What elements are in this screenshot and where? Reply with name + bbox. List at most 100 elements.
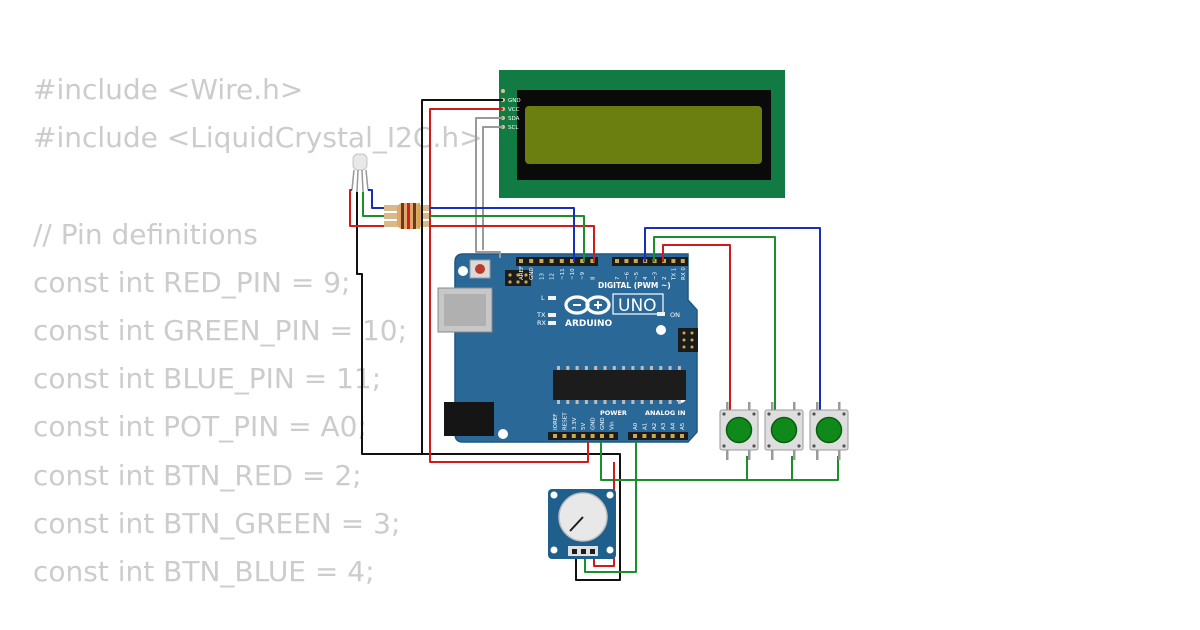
- green-button[interactable]: [764, 402, 804, 460]
- lcd-pin-scl: SCL: [508, 125, 519, 131]
- digital-header-label: DIGITAL (PWM ~): [598, 281, 671, 290]
- header-pin[interactable]: [661, 434, 666, 438]
- wire-res-green: [430, 215, 585, 262]
- code-line: const int RED_PIN = 9;: [33, 265, 351, 299]
- chip-leg: [659, 400, 663, 404]
- chip-leg: [575, 366, 579, 370]
- code-line: // Pin definitions: [33, 217, 258, 251]
- wire-led-green: [362, 192, 384, 217]
- header-pin[interactable]: [590, 434, 595, 438]
- header-pin[interactable]: [562, 434, 567, 438]
- chip-leg: [603, 366, 607, 370]
- wire-res-red: [430, 225, 595, 262]
- lcd-pin-vcc: VCC: [508, 107, 520, 113]
- header-pin[interactable]: [529, 259, 534, 263]
- chip-leg: [603, 400, 607, 404]
- rgb-led: [351, 153, 369, 193]
- analog-pin-label: A3: [661, 422, 667, 430]
- chip-leg: [557, 366, 560, 370]
- wire-btn-gnd-3: [747, 456, 839, 481]
- header-pin[interactable]: [519, 259, 523, 263]
- pin-label: ~9: [580, 271, 586, 280]
- power-pin-label: RESET: [562, 412, 568, 430]
- chip-leg: [584, 366, 588, 370]
- pin-label: ~5: [634, 271, 640, 280]
- potentiometer[interactable]: [548, 489, 616, 559]
- chip-leg: [612, 366, 616, 370]
- blue-button[interactable]: [809, 402, 849, 460]
- pin-label: ~10: [570, 268, 576, 280]
- header-pin[interactable]: [581, 434, 586, 438]
- header-pin[interactable]: [571, 434, 576, 438]
- wire-lcd-vcc: [429, 108, 589, 463]
- chip-leg: [594, 400, 598, 404]
- button-cap[interactable]: [725, 416, 753, 444]
- board-brand-label: ARDUINO: [565, 319, 613, 329]
- led-rx: [548, 321, 556, 325]
- pin-label: 8: [590, 276, 596, 280]
- header-pin[interactable]: [615, 259, 619, 263]
- code-line: #include <Wire.h>: [33, 73, 304, 106]
- header-pin[interactable]: [633, 259, 638, 263]
- header-pin[interactable]: [680, 434, 684, 438]
- header-pin[interactable]: [609, 434, 614, 438]
- wires: [349, 99, 839, 581]
- led-tx-label: TX: [536, 311, 546, 319]
- pin-label: ~3: [653, 271, 659, 280]
- wire-lcd-gnd: [421, 99, 621, 581]
- red-button[interactable]: [719, 402, 759, 460]
- lcd-module: GND VCC SDA SCL: [499, 70, 785, 198]
- header-pin[interactable]: [580, 259, 585, 263]
- header-pin[interactable]: [549, 259, 554, 263]
- analog-pin-label: A4: [671, 422, 677, 430]
- wire-pot-signal: [584, 442, 637, 573]
- led-l-label: L: [541, 294, 545, 302]
- arduino-logo: [564, 295, 611, 315]
- power-pin-label: IOREF: [553, 414, 559, 430]
- analog-pin-label: A5: [680, 422, 686, 430]
- chip-leg: [650, 400, 653, 404]
- header-pin[interactable]: [570, 259, 574, 263]
- chip-leg: [566, 400, 570, 404]
- button-cap[interactable]: [815, 416, 843, 444]
- header-pin[interactable]: [680, 259, 685, 263]
- header-pin[interactable]: [559, 259, 564, 263]
- code-line: const int BTN_RED = 2;: [33, 458, 362, 492]
- header-pin[interactable]: [624, 259, 629, 263]
- button-cap[interactable]: [770, 416, 798, 444]
- header-pin[interactable]: [642, 434, 647, 438]
- board-model-label: UNO: [618, 296, 657, 316]
- power-pin-label: GND: [591, 417, 597, 430]
- led-tx: [548, 313, 556, 317]
- pin-label: ~11: [560, 268, 566, 280]
- wire-led-blue: [368, 189, 384, 209]
- header-pin[interactable]: [633, 434, 637, 438]
- header-pin[interactable]: [600, 434, 604, 438]
- analog-pin-label: A2: [652, 423, 658, 430]
- pin-label: 12: [550, 273, 556, 280]
- header-pin[interactable]: [670, 434, 675, 438]
- chip-leg: [631, 400, 635, 404]
- header-pin[interactable]: [671, 259, 676, 263]
- lcd-pin-sda: SDA: [508, 116, 520, 122]
- header-pin[interactable]: [590, 259, 595, 263]
- power-header-label: POWER: [600, 409, 627, 417]
- analog-header: [628, 432, 688, 440]
- header-pin[interactable]: [651, 434, 656, 438]
- wire-res-blue: [430, 207, 575, 262]
- header-pin[interactable]: [553, 434, 557, 438]
- chip-leg: [650, 366, 653, 370]
- pin-label: RX 0: [681, 267, 687, 280]
- header-pin[interactable]: [539, 259, 544, 263]
- chip-leg: [677, 366, 681, 370]
- digital-header-right: [612, 257, 688, 266]
- pin-label: 4: [643, 276, 649, 280]
- chip-leg: [640, 400, 644, 404]
- analog-pin-label: A1: [642, 423, 648, 430]
- power-pin-label: Vin: [609, 421, 615, 430]
- led-l: [548, 296, 556, 300]
- resistor-array: [384, 203, 430, 229]
- lcd-pin-gnd: GND: [508, 98, 521, 104]
- led-on-label: ON: [670, 311, 680, 319]
